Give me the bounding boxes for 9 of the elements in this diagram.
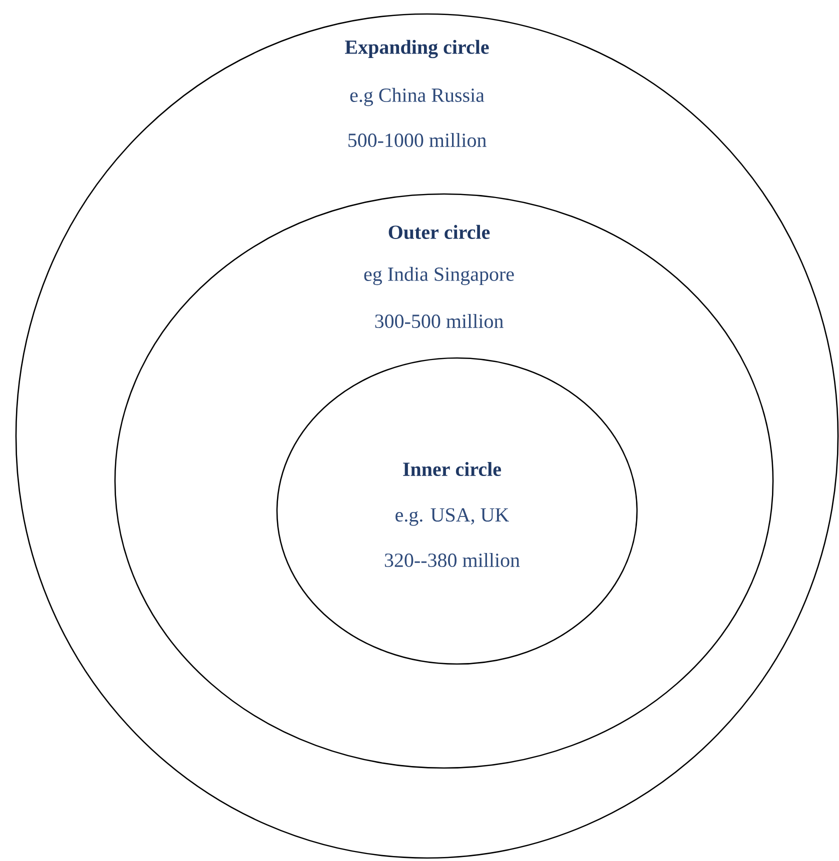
region-figure: 300-500 million — [375, 314, 504, 328]
region-figure: 500-1000 million — [348, 132, 486, 148]
region-title: Expanding circle — [345, 40, 489, 58]
region-examples: e.g. USA, UK — [396, 508, 509, 526]
region-examples: e.g China Russia — [350, 88, 484, 106]
region-title: Inner circle — [403, 462, 502, 476]
region-examples: eg India Singapore — [364, 266, 514, 286]
region-title: Outer circle — [388, 224, 490, 240]
region-figure: 320--380 million — [384, 552, 520, 568]
